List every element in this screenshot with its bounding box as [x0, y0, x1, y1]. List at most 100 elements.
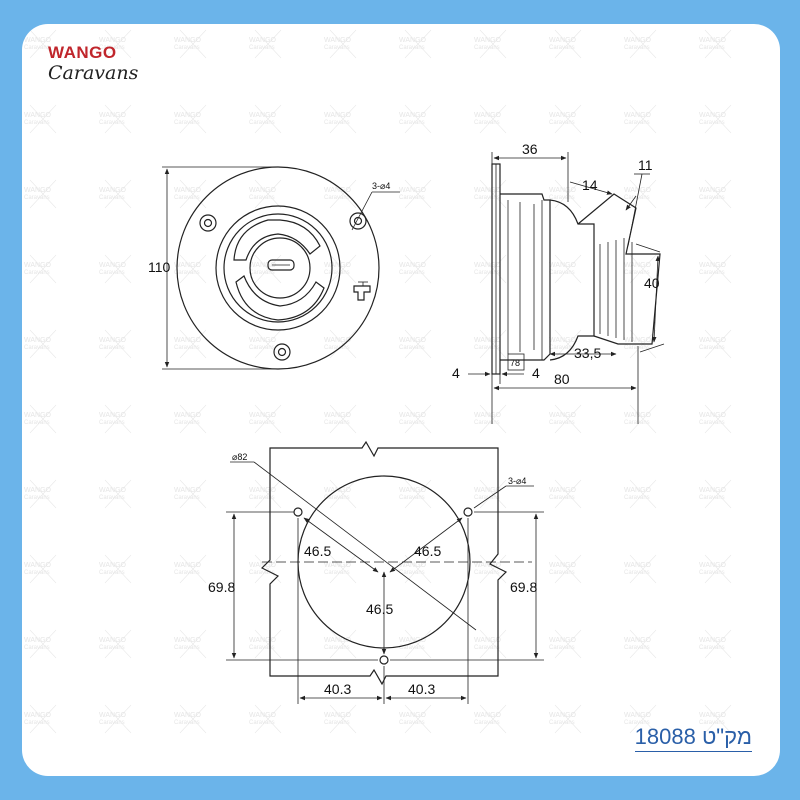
svg-text:Caravans: Caravans [399, 645, 425, 651]
dim-4-left: 4 [452, 365, 460, 381]
svg-text:WANGO: WANGO [474, 112, 502, 119]
svg-text:WANGO: WANGO [324, 262, 352, 269]
svg-text:WANGO: WANGO [174, 112, 202, 119]
svg-text:WANGO: WANGO [24, 262, 52, 269]
svg-text:WANGO: WANGO [99, 637, 127, 644]
svg-text:Caravans: Caravans [399, 195, 425, 201]
svg-text:WANGO: WANGO [474, 337, 502, 344]
svg-text:WANGO: WANGO [474, 37, 502, 44]
svg-text:WANGO: WANGO [324, 37, 352, 44]
svg-text:Caravans: Caravans [249, 120, 275, 126]
svg-text:WANGO: WANGO [24, 562, 52, 569]
svg-text:WANGO: WANGO [399, 412, 427, 419]
svg-text:WANGO: WANGO [99, 37, 127, 44]
svg-text:Caravans: Caravans [699, 345, 725, 351]
brand-logo: WANGO Caravans [48, 43, 138, 85]
mounting-view: ⌀82 3-⌀4 46.5 46.5 46.5 69.8 69 [208, 440, 544, 704]
svg-text:WANGO: WANGO [474, 262, 502, 269]
svg-text:Caravans: Caravans [24, 420, 50, 426]
svg-text:WANGO: WANGO [549, 112, 577, 119]
svg-text:Caravans: Caravans [174, 345, 200, 351]
svg-text:WANGO: WANGO [99, 712, 127, 719]
svg-text:WANGO: WANGO [24, 112, 52, 119]
key-slot [267, 259, 295, 271]
svg-text:Caravans: Caravans [249, 495, 275, 501]
dim40-ext-bottom [639, 343, 665, 353]
svg-text:WANGO: WANGO [324, 412, 352, 419]
width-right-label: 40.3 [408, 681, 435, 697]
screw-hole-top-right [349, 212, 367, 230]
logo-wordmark: WANGO [48, 43, 117, 62]
body-ring-inner [223, 213, 333, 323]
svg-text:WANGO: WANGO [24, 37, 52, 44]
svg-text:WANGO: WANGO [174, 637, 202, 644]
svg-text:WANGO: WANGO [99, 187, 127, 194]
svg-text:WANGO: WANGO [99, 337, 127, 344]
svg-text:WANGO: WANGO [324, 487, 352, 494]
svg-text:WANGO: WANGO [699, 637, 727, 644]
svg-text:WANGO: WANGO [474, 712, 502, 719]
front-view: 110 3-⌀4 [148, 166, 400, 370]
svg-text:WANGO: WANGO [99, 487, 127, 494]
svg-text:WANGO: WANGO [24, 487, 52, 494]
svg-text:WANGO: WANGO [24, 337, 52, 344]
dim-4-right: 4 [532, 365, 540, 381]
dim-40: 40 [644, 275, 660, 291]
svg-text:Caravans: Caravans [24, 720, 50, 726]
svg-text:WANGO: WANGO [174, 562, 202, 569]
svg-text:Caravans: Caravans [399, 495, 425, 501]
svg-text:WANGO: WANGO [324, 712, 352, 719]
svg-text:Caravans: Caravans [324, 120, 350, 126]
svg-text:Caravans: Caravans [699, 45, 725, 51]
svg-text:Caravans: Caravans [624, 570, 650, 576]
height-label: 110 [148, 259, 171, 275]
svg-text:WANGO: WANGO [624, 262, 652, 269]
svg-text:Caravans: Caravans [24, 645, 50, 651]
width-left-label: 40.3 [324, 681, 351, 697]
holes-leader [351, 191, 373, 231]
svg-text:Caravans: Caravans [249, 45, 275, 51]
dim-80: 80 [554, 371, 570, 387]
svg-text:WANGO: WANGO [474, 637, 502, 644]
svg-text:WANGO: WANGO [249, 562, 277, 569]
svg-text:Caravans: Caravans [624, 720, 650, 726]
svg-text:WANGO: WANGO [699, 187, 727, 194]
svg-text:Caravans: Caravans [249, 720, 275, 726]
dim78-box [507, 353, 525, 371]
svg-text:Caravans: Caravans [24, 270, 50, 276]
svg-text:Caravans: Caravans [399, 420, 425, 426]
svg-text:Caravans: Caravans [549, 645, 575, 651]
svg-text:WANGO: WANGO [324, 187, 352, 194]
flange-outer [176, 166, 380, 370]
body-outline [500, 193, 551, 361]
svg-text:WANGO: WANGO [399, 262, 427, 269]
svg-text:Caravans: Caravans [624, 495, 650, 501]
